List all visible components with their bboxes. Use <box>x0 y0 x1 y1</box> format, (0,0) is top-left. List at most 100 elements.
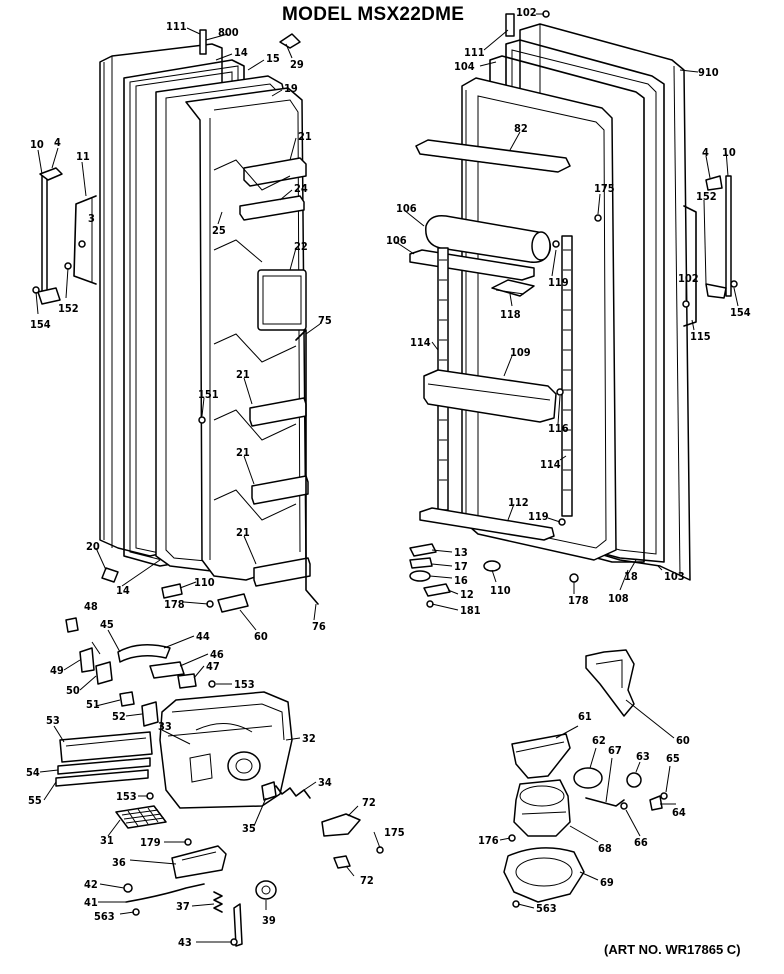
callout-563-b: 563 <box>536 902 557 915</box>
callout-114-a: 114 <box>410 336 431 349</box>
callout-175-bottom: 175 <box>384 826 405 839</box>
door-shelf-top <box>243 157 307 187</box>
callout-4-left: 4 <box>54 136 61 149</box>
part-72b <box>333 855 351 869</box>
grille-54 <box>57 757 151 775</box>
model-title: MODEL MSX22DME <box>282 4 465 25</box>
callout-49: 49 <box>50 664 64 677</box>
callout-21-c: 21 <box>236 446 250 459</box>
callout-178-left: 178 <box>164 598 185 611</box>
callout-67: 67 <box>608 744 622 757</box>
callout-21: 21 <box>298 130 312 143</box>
callout-154-right: 154 <box>730 306 751 319</box>
actuator-rod <box>295 329 319 605</box>
callout-54: 54 <box>26 766 40 779</box>
callout-102-right: 102 <box>678 272 699 285</box>
wire-41 <box>125 883 205 903</box>
part-64 <box>649 795 663 811</box>
hinge-right-bottom <box>705 283 727 299</box>
callout-108: 108 <box>608 592 629 605</box>
freezer-door-assembly <box>32 29 319 613</box>
callout-47: 47 <box>206 660 220 673</box>
callout-68: 68 <box>598 842 612 855</box>
callout-176: 176 <box>478 834 499 847</box>
callout-154-left: 154 <box>30 318 51 331</box>
part-52 <box>141 701 159 727</box>
hinge-left-bottom <box>37 287 61 305</box>
rod-67 <box>585 797 625 807</box>
door-bracket-right <box>683 205 697 327</box>
callout-21-d: 21 <box>236 526 250 539</box>
callout-106-a: 106 <box>396 202 417 215</box>
callout-111-right: 111 <box>464 46 485 59</box>
callout-4-right: 4 <box>702 146 709 159</box>
spring-37 <box>213 891 223 913</box>
callout-41: 41 <box>84 896 98 909</box>
callout-14: 14 <box>234 46 248 59</box>
callout-115: 115 <box>690 330 711 343</box>
callout-72-b: 72 <box>360 874 374 887</box>
callout-29: 29 <box>290 58 304 71</box>
shelf-112 <box>419 507 555 541</box>
callout-52: 52 <box>112 710 126 723</box>
callout-11: 11 <box>76 150 90 163</box>
callout-910: 910 <box>698 66 719 79</box>
callout-35: 35 <box>242 822 256 835</box>
callout-153-a: 153 <box>234 678 255 691</box>
part-35 <box>261 781 277 801</box>
callout-111: 111 <box>166 20 187 33</box>
grille-55 <box>55 769 149 787</box>
callout-109: 109 <box>510 346 531 359</box>
duct-60 <box>585 649 635 717</box>
callout-63: 63 <box>636 750 650 763</box>
callout-152-right: 152 <box>696 190 717 203</box>
part-12 <box>423 583 451 597</box>
fresh-food-door-assembly <box>409 10 738 608</box>
handle-rail-right <box>725 175 732 297</box>
part-110-right <box>483 560 501 572</box>
door-shelf-24 <box>239 195 305 221</box>
callout-19: 19 <box>284 82 298 95</box>
part-29 <box>279 33 301 49</box>
callout-45: 45 <box>100 618 114 631</box>
dispenser-housing-32 <box>159 691 293 809</box>
part-800 <box>199 29 207 55</box>
callout-62: 62 <box>592 734 606 747</box>
callout-60-left: 60 <box>254 630 268 643</box>
callout-181: 181 <box>460 604 481 617</box>
callout-65: 65 <box>666 752 680 765</box>
callout-151: 151 <box>198 388 219 401</box>
callout-152-left: 152 <box>58 302 79 315</box>
callout-25: 25 <box>212 224 226 237</box>
callout-82: 82 <box>514 122 528 135</box>
callout-112: 112 <box>508 496 529 509</box>
callout-15: 15 <box>266 52 280 65</box>
leader-lines <box>35 13 739 943</box>
callout-106-b: 106 <box>386 234 407 247</box>
callout-labels: 111 800 14 15 29 19 21 24 25 22 75 10 4 … <box>26 6 751 949</box>
door-shelf-21d <box>253 557 311 587</box>
door-bracket-left <box>73 195 97 285</box>
part-50 <box>95 661 113 685</box>
callout-116: 116 <box>548 422 569 435</box>
callout-12: 12 <box>460 588 474 601</box>
motor-68 <box>513 779 571 837</box>
part-46 <box>149 661 185 679</box>
plate-62 <box>573 767 603 789</box>
part-20 <box>101 567 119 583</box>
callout-33: 33 <box>158 720 172 733</box>
part-42 <box>123 883 133 893</box>
callout-14-b: 14 <box>116 584 130 597</box>
callout-51: 51 <box>86 698 100 711</box>
part-48 <box>65 617 79 633</box>
callout-64: 64 <box>672 806 686 819</box>
callout-103: 103 <box>664 570 685 583</box>
callout-10-left: 10 <box>30 138 44 151</box>
callout-563-a: 563 <box>94 910 115 923</box>
callout-69: 69 <box>600 876 614 889</box>
door-rail-114-right <box>561 235 573 517</box>
callout-61: 61 <box>578 710 592 723</box>
callout-46: 46 <box>210 648 224 661</box>
callout-75: 75 <box>318 314 332 327</box>
part-111-right <box>505 13 515 37</box>
